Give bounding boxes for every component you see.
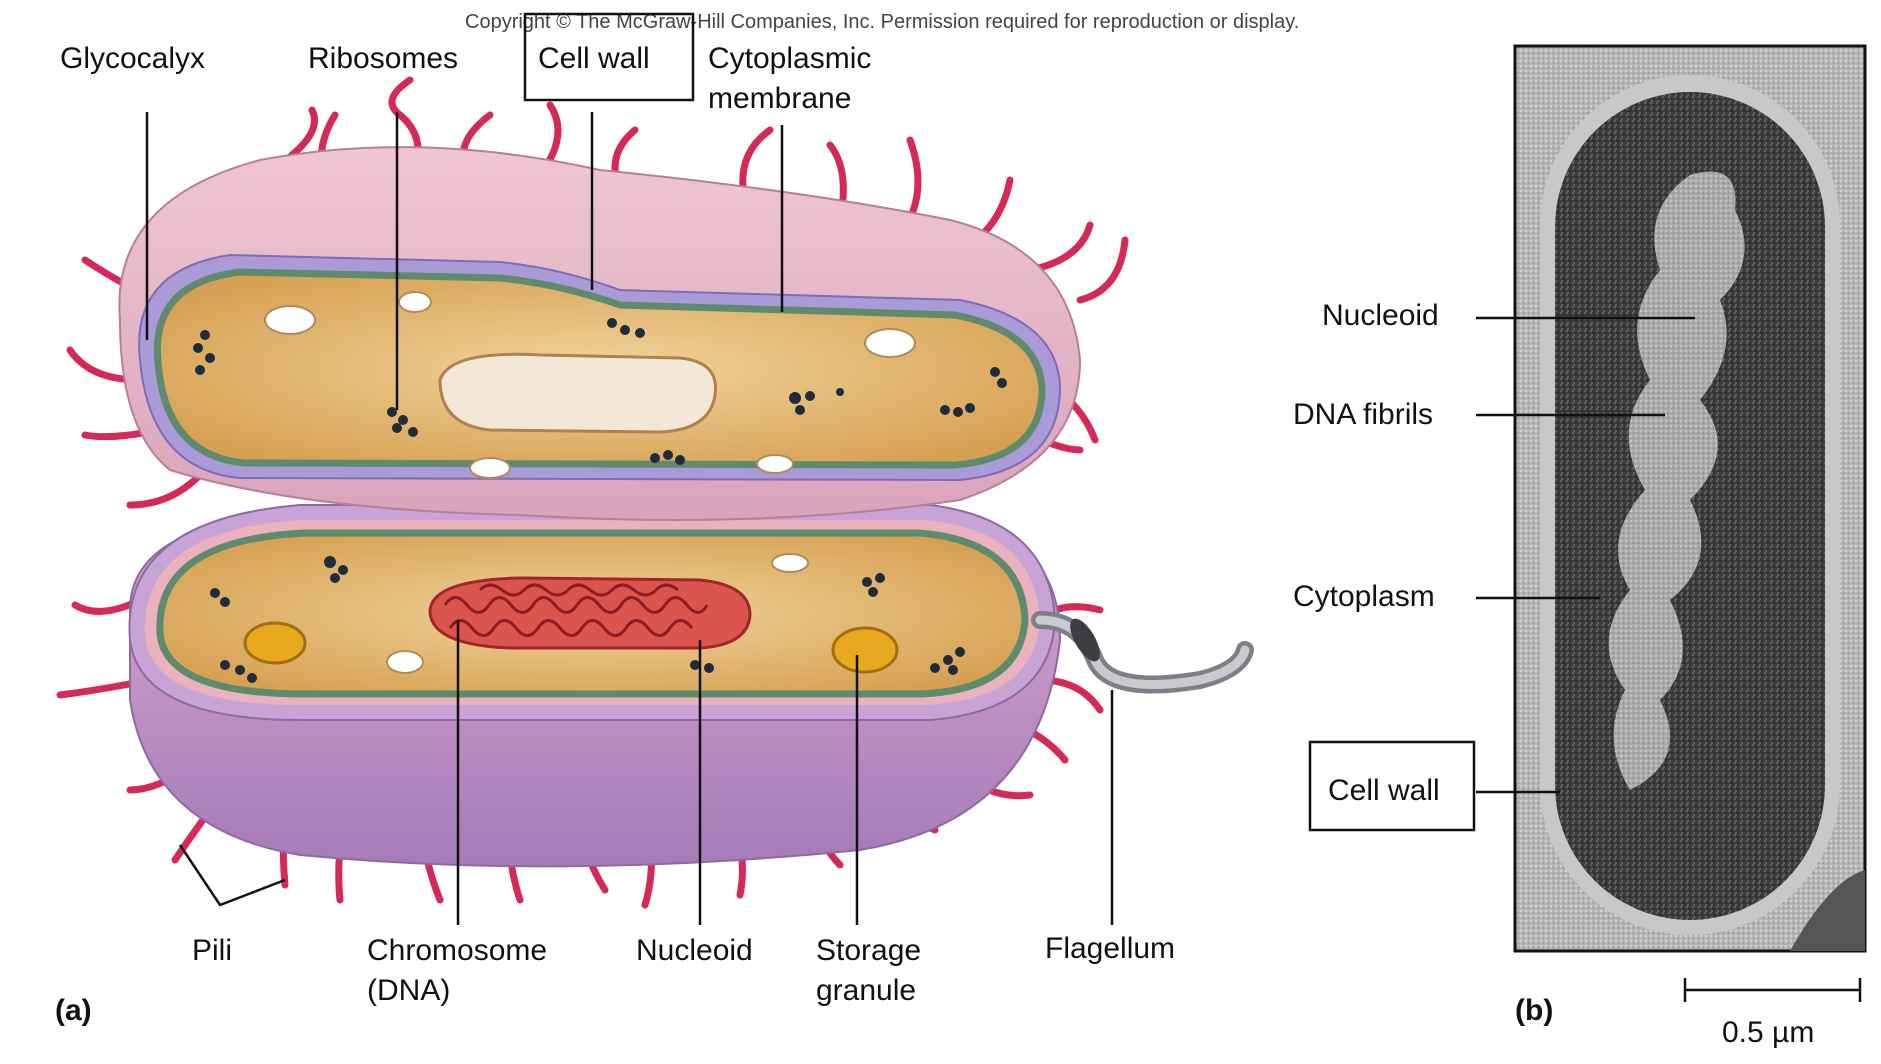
- label-pili: Pili: [192, 934, 232, 967]
- label-nucleoid-b: Nucleoid: [1322, 299, 1439, 332]
- panel-b-label: (b): [1515, 994, 1553, 1027]
- storage-granule-right: [833, 628, 897, 672]
- label-nucleoid-a: Nucleoid: [636, 934, 753, 967]
- label-dna-fibrils: DNA fibrils: [1293, 398, 1433, 431]
- label-cytoplasm: Cytoplasm: [1293, 580, 1435, 613]
- chromosome-dna: [430, 578, 750, 648]
- label-flagellum: Flagellum: [1045, 932, 1175, 965]
- upper-cell-inclusion: [440, 354, 716, 432]
- label-cytoplasmic-membrane-line2: membrane: [708, 82, 851, 115]
- electron-micrograph: [1515, 46, 1865, 951]
- flagellum-shape: [1040, 614, 1245, 684]
- label-storage-line2: granule: [816, 974, 916, 1007]
- storage-granule-left: [245, 623, 305, 663]
- label-cell-wall-b: Cell wall: [1328, 774, 1440, 807]
- label-storage-line1: Storage: [816, 934, 921, 967]
- scale-bar: [1685, 978, 1860, 1002]
- panel-a-label: (a): [55, 994, 92, 1027]
- label-chromosome-line2: (DNA): [367, 974, 450, 1007]
- label-glycocalyx: Glycocalyx: [60, 42, 205, 75]
- label-ribosomes: Ribosomes: [308, 42, 458, 75]
- leader-pili: [180, 845, 285, 905]
- label-chromosome-line1: Chromosome: [367, 934, 547, 967]
- label-cell-wall-a: Cell wall: [538, 42, 650, 75]
- label-cytoplasmic-membrane-line1: Cytoplasmic: [708, 42, 871, 75]
- cell-illustration: [60, 80, 1245, 905]
- scale-bar-label: 0.5 µm: [1722, 1016, 1814, 1049]
